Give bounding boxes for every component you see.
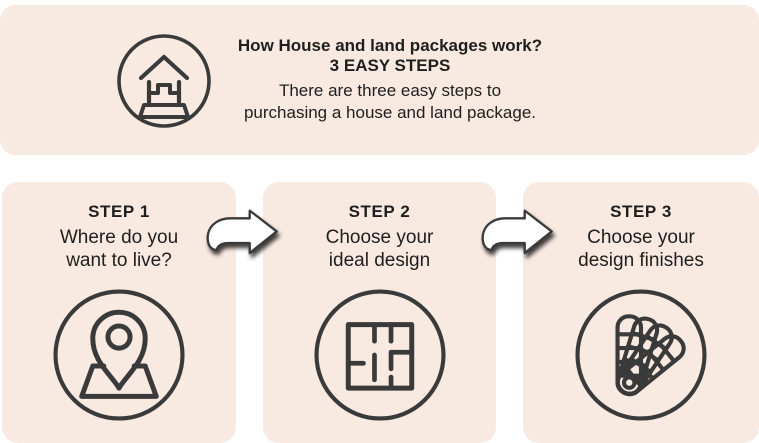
header-title-line2: 3 EASY STEPS: [329, 56, 451, 75]
step-1-line1: Where do you: [59, 227, 179, 248]
step-3-card: STEP 3 Choose your design finishes: [523, 182, 759, 443]
header-subtitle-line2: purchasing a house and land package.: [243, 102, 537, 122]
step-1-line2: want to live?: [66, 250, 172, 271]
step-3-title: STEP 3: [610, 202, 672, 221]
header-title-line1: How House and land packages work?: [237, 36, 543, 55]
step-2-line2: ideal design: [328, 250, 431, 271]
map-pin-icon: [53, 289, 185, 421]
swatch-fan-icon: [575, 289, 707, 421]
step-2-line1: Choose your: [325, 227, 434, 248]
step-2-title: STEP 2: [348, 202, 411, 221]
arrow-right-icon: [481, 209, 553, 255]
step-3-line1: Choose your: [587, 227, 695, 248]
step-3-line2: design finishes: [578, 250, 704, 271]
header-text-block: How House and land packages work? 3 EASY…: [225, 36, 555, 123]
header-panel: How House and land packages work? 3 EASY…: [0, 5, 759, 155]
step-1-card: STEP 1 Where do you want to live?: [2, 182, 236, 443]
floor-plan-icon: [313, 289, 446, 421]
arrow-right-icon: [206, 209, 278, 255]
step-1-title: STEP 1: [88, 202, 150, 221]
header-subtitle-line1: There are three easy steps to: [278, 81, 502, 100]
step-2-card: STEP 2 Choose your ideal design: [263, 182, 496, 443]
house-icon: [117, 34, 211, 128]
